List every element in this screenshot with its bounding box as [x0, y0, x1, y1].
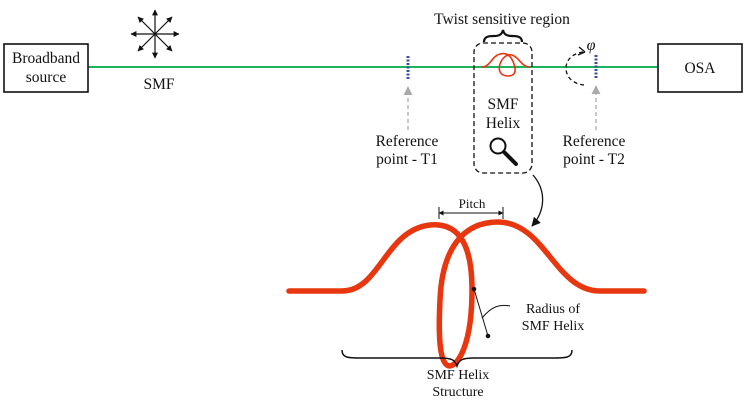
helix-box-label-line1: SMF: [487, 96, 518, 113]
twist-region-brace: [482, 29, 524, 43]
twist-region-label: Twist sensitive region: [434, 11, 570, 28]
source-label-line2: source: [26, 69, 67, 86]
broadband-source-box: Broadband source: [3, 43, 89, 93]
phi-symbol: φ: [587, 37, 596, 54]
pitch-label: Pitch: [459, 196, 486, 211]
radius-label-line2: SMF Helix: [522, 319, 585, 334]
smf-label: SMF: [143, 76, 174, 93]
large-helix-structure: [286, 219, 647, 369]
starburst-arrows-icon: [130, 9, 180, 59]
radius-indicator: [471, 286, 491, 339]
ref-t1-label-line1: Reference: [376, 133, 439, 150]
rotation-arrow-icon: [565, 46, 586, 86]
pitch-indicator: [438, 207, 504, 219]
helix-dashed-box: [473, 42, 533, 174]
osa-label: OSA: [684, 60, 716, 77]
zoom-arrow: [531, 174, 544, 227]
ref-t1-label-line2: point - T1: [376, 151, 438, 168]
small-helix-icon: [481, 52, 531, 77]
radius-leader-line: [481, 304, 511, 319]
osa-box: OSA: [657, 43, 743, 93]
source-label-line1: Broadband: [12, 50, 80, 67]
ref-t2-label-line1: Reference: [563, 133, 626, 150]
helix-box-label-line2: Helix: [486, 115, 521, 132]
ref-t2-label-line2: point - T2: [563, 151, 625, 168]
structure-brace: [341, 349, 573, 369]
structure-label-line1: SMF Helix: [427, 368, 490, 383]
structure-label-line2: Structure: [432, 385, 483, 400]
magnifier-icon: [489, 137, 518, 166]
radius-label-line1: Radius of: [526, 302, 580, 317]
